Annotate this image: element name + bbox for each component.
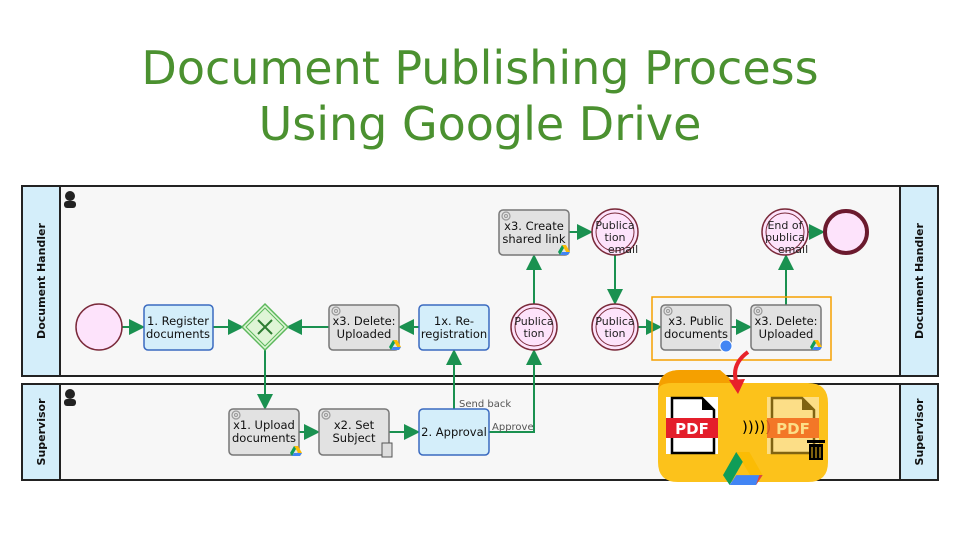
transfer-waves: ))))) bbox=[742, 418, 771, 436]
user-icon bbox=[64, 389, 76, 406]
task-delete-uploaded-2[interactable]: x3. Delete:Uploaded bbox=[750, 304, 822, 351]
svg-text:PDF: PDF bbox=[776, 420, 810, 438]
trash-icon bbox=[807, 440, 825, 460]
flow-label-approve: Approve bbox=[492, 422, 534, 433]
calculator-icon bbox=[381, 442, 393, 458]
svg-text:x3. Delete:Uploaded: x3. Delete:Uploaded bbox=[332, 314, 395, 341]
title-line-2: Using Google Drive bbox=[258, 97, 702, 151]
lane-label-right: Document Handler bbox=[913, 222, 926, 338]
pdf-delete-illustration: PDF ))))) PDF bbox=[658, 350, 828, 485]
svg-text:PDF: PDF bbox=[675, 420, 709, 438]
lane-label-right: Supervisor bbox=[913, 398, 926, 466]
pdf-file-icon: PDF bbox=[666, 396, 718, 455]
title-line-1: Document Publishing Process bbox=[141, 41, 819, 95]
user-icon bbox=[64, 191, 76, 208]
task-approval[interactable]: 2. Approval bbox=[418, 408, 490, 456]
drive-share-icon bbox=[719, 339, 733, 353]
svg-text:x3. Delete:Uploaded: x3. Delete:Uploaded bbox=[754, 314, 817, 341]
x-icon bbox=[257, 319, 273, 335]
exclusive-gateway[interactable] bbox=[240, 302, 290, 352]
task-re-registration[interactable]: 1x. Re-registration bbox=[418, 304, 490, 351]
google-drive-icon bbox=[723, 452, 763, 485]
start-event[interactable] bbox=[75, 303, 123, 351]
flow-label-send-back: Send back bbox=[459, 399, 511, 410]
end-event[interactable] bbox=[823, 209, 869, 255]
pdf-file-deleted-icon: PDF bbox=[767, 396, 819, 455]
svg-text:1x. Re-registration: 1x. Re-registration bbox=[421, 314, 487, 341]
lane-label-left: Supervisor bbox=[35, 398, 48, 466]
task-delete-uploaded[interactable]: x3. Delete:Uploaded bbox=[328, 304, 401, 351]
lane-label-left: Document Handler bbox=[35, 222, 48, 338]
svg-text:2. Approval: 2. Approval bbox=[421, 425, 487, 439]
